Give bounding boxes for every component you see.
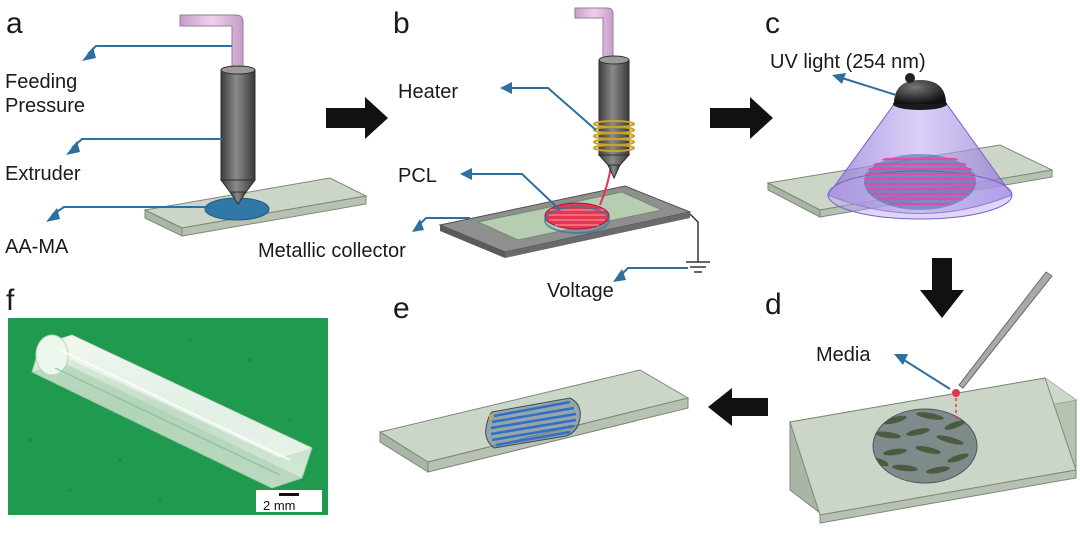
heater-arrow <box>510 87 597 131</box>
flow-arrow-d-to-e <box>708 388 768 426</box>
panel-label-c: c <box>765 7 780 40</box>
panel-e-illustration <box>378 369 690 473</box>
voltage-label: Voltage <box>547 280 614 302</box>
pressure-label: Pressure <box>5 95 86 117</box>
media-arrow <box>903 359 951 390</box>
rolled-scaffold <box>485 397 581 449</box>
extruder-arrow <box>71 138 222 149</box>
media-label: Media <box>816 344 871 366</box>
pipette <box>958 271 1053 389</box>
uv-arrow <box>841 77 897 96</box>
flow-arrow-b-to-c <box>710 97 773 139</box>
panel-c-illustration <box>766 73 1054 220</box>
panel-a-illustration <box>46 14 368 237</box>
extruder-body <box>220 69 256 181</box>
metallic-collector-label: Metallic collector <box>258 240 406 262</box>
extruder-body-b <box>598 59 630 156</box>
pcl-label: PCL <box>398 165 437 187</box>
uv-lamp <box>894 80 946 104</box>
hydrogel-rod <box>31 334 313 489</box>
heater-coil <box>593 120 635 152</box>
scale-bar-label: 2 mm <box>263 498 296 513</box>
feeding-tube-b <box>574 7 614 61</box>
heater-label: Heater <box>398 81 459 103</box>
flow-arrow-c-to-d <box>920 258 964 318</box>
panel-b-illustration <box>412 7 710 282</box>
flow-arrow-a-to-b <box>326 97 388 139</box>
feeding-pressure-arrow <box>87 45 232 55</box>
aama-label: AA-MA <box>5 236 69 258</box>
panel-label-d: d <box>765 288 782 321</box>
uv-light-label: UV light (254 nm) <box>770 51 926 73</box>
panel-label-a: a <box>6 7 23 40</box>
panel-label-f: f <box>6 284 15 317</box>
panel-label-b: b <box>393 7 410 40</box>
panel-label-e: e <box>393 292 410 325</box>
voltage-arrow <box>619 267 688 277</box>
scale-bar-box <box>256 490 322 512</box>
panel-d-illustration <box>788 271 1078 524</box>
ground-symbol <box>686 213 710 273</box>
scale-bar <box>279 493 299 496</box>
panel-f-photo <box>8 318 328 515</box>
pcl-arrow <box>470 173 561 211</box>
feeding-tube <box>179 14 244 71</box>
feeding-label: Feeding <box>5 71 78 93</box>
media-droplet <box>952 389 960 397</box>
extruder-label: Extruder <box>5 163 81 185</box>
